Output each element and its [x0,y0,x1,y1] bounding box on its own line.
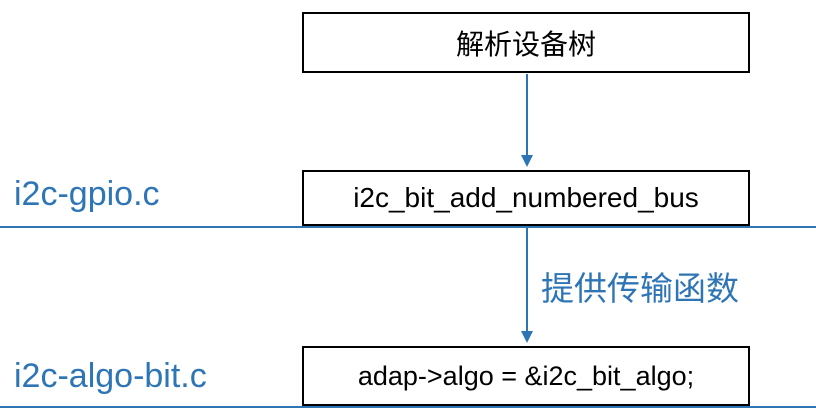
algo-assignment-label: adap->algo = &i2c_bit_algo; [357,360,695,391]
file-label-i2c-algo-bit: i2c-algo-bit.c [14,357,207,395]
algo-assignment-box: adap->algo = &i2c_bit_algo; [302,346,750,406]
parse-device-tree-label: 解析设备树 [455,27,596,61]
add-numbered-bus-box: i2c_bit_add_numbered_bus [302,170,750,226]
arrow-label-transfer-function: 提供传输函数 [541,269,739,308]
file-label-i2c-gpio: i2c-gpio.c [14,175,160,213]
add-numbered-bus-label: i2c_bit_add_numbered_bus [353,182,699,213]
parse-device-tree-box: 解析设备树 [302,12,750,73]
